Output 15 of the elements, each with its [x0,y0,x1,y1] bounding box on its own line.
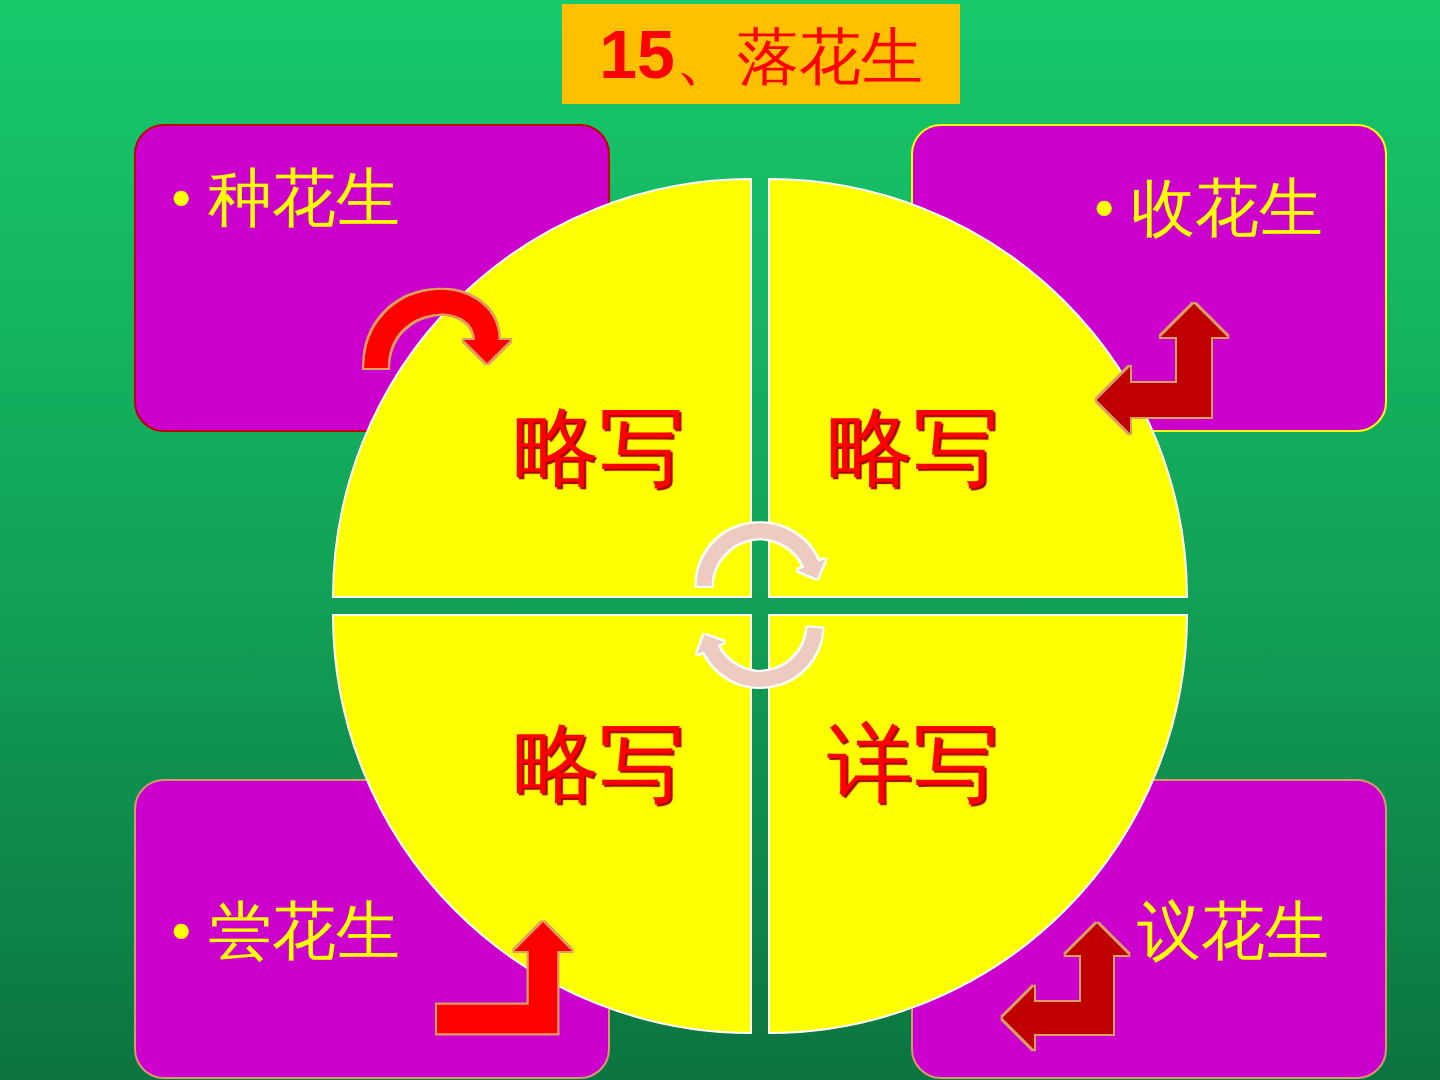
slide-title: 15、落花生 [562,4,960,104]
bent-double-arrow [1096,303,1228,434]
topic-label: • 种花生 [170,162,401,236]
topic-label: • 收花生 [1093,172,1324,246]
quadrant-label: 略写 [827,399,999,498]
quadrant-label: 略写 [513,399,685,498]
topic-label: • 尝花生 [170,895,401,969]
curved-arrow [364,290,511,370]
bent-arrow [437,921,572,1034]
quadrant-label: 详写 [827,715,999,814]
curved-arrow [696,523,825,587]
quadrant-label: 略写 [513,715,685,814]
curved-arrow [697,627,823,687]
bent-double-arrow [1002,923,1129,1050]
topic-label: 议花生 [1137,895,1329,969]
